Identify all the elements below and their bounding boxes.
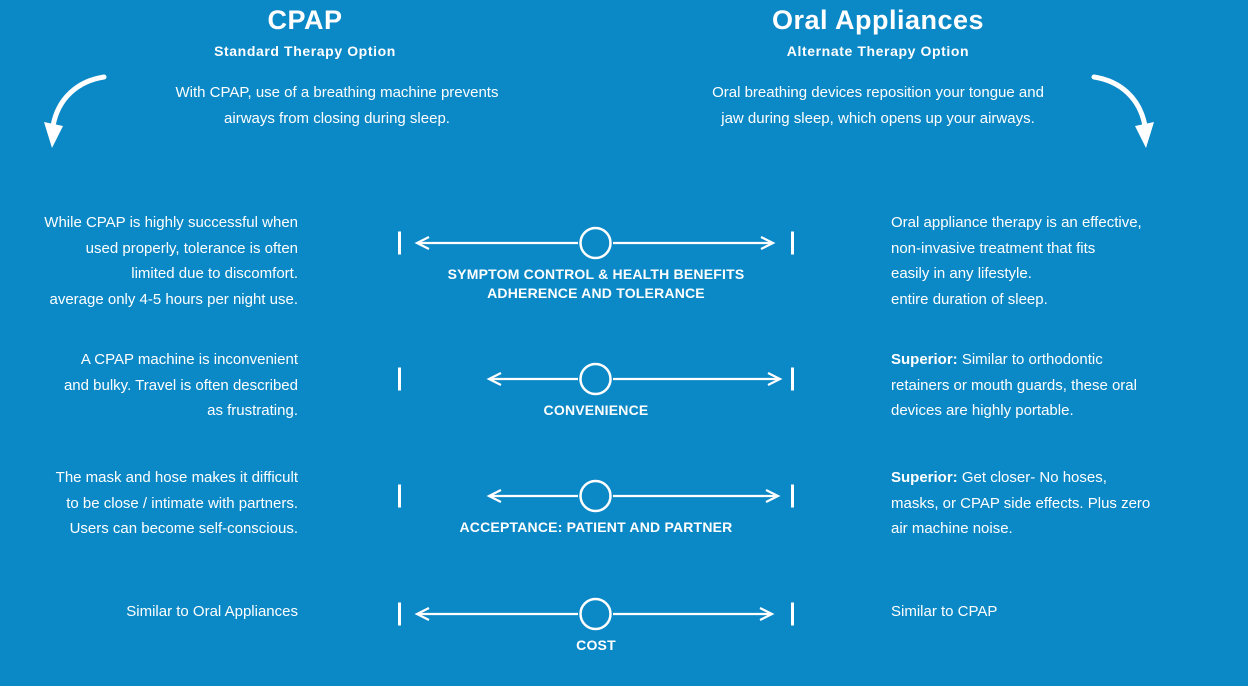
double-arrow-icon <box>398 226 794 260</box>
text-line: ADHERENCE AND TOLERANCE <box>487 285 705 301</box>
oral-intro: Oral breathing devices reposition your t… <box>648 80 1108 132</box>
text-line: The mask and hose makes it difficult <box>55 469 298 486</box>
text-line: A CPAP machine is inconvenient <box>80 351 298 368</box>
double-arrow-icon <box>398 362 794 396</box>
text-line: masks, or CPAP side effects. Plus zero <box>891 494 1151 512</box>
text-line: COST <box>576 637 616 653</box>
text-line: CONVENIENCE <box>543 402 649 418</box>
text-line: retainers or mouth guards, these oral <box>891 376 1137 394</box>
text-line: Oral breathing devices reposition your t… <box>712 84 1044 101</box>
text-line: jaw during sleep, which opens up your ai… <box>721 110 1035 127</box>
cpap-description: While CPAP is highly successful when used… <box>30 210 298 312</box>
text-line: limited due to discomfort. <box>131 265 298 282</box>
text-line: air machine noise. <box>891 520 1013 537</box>
curved-arrow-down-right-icon <box>1091 74 1154 148</box>
text-line: and bulky. Travel is often described <box>63 376 298 394</box>
double-arrow-icon <box>398 479 794 513</box>
text-line: airways from closing during sleep. <box>224 110 450 127</box>
text-line: Oral appliance therapy is an effective, <box>891 214 1142 231</box>
text-line: used properly, tolerance is often <box>85 239 298 257</box>
text-line: Superior: Similar to orthodontic <box>891 351 1103 368</box>
text-line: Similar to Oral Appliances <box>126 603 298 620</box>
category-label: COST <box>398 636 794 655</box>
comparison-axis: COST <box>398 597 794 655</box>
comparison-axis: CONVENIENCE <box>398 362 794 420</box>
cpap-title: CPAP <box>267 5 343 35</box>
cpap-header: CPAP Standard Therapy Option <box>75 5 535 59</box>
superior-lead: Superior: <box>891 351 962 368</box>
text-line: Similar to CPAP <box>891 603 998 620</box>
text-line: entire duration of sleep. <box>891 290 1048 308</box>
cpap-intro: With CPAP, use of a breathing machine pr… <box>107 80 567 132</box>
oral-subtitle: Alternate Therapy Option <box>786 43 970 59</box>
text-line: Superior: Get closer- No hoses, <box>891 469 1107 486</box>
category-label: SYMPTOM CONTROL & HEALTH BENEFITS ADHEREN… <box>398 265 794 303</box>
text-line: ACCEPTANCE: PATIENT AND PARTNER <box>459 519 733 535</box>
category-label: ACCEPTANCE: PATIENT AND PARTNER <box>398 518 794 537</box>
curved-arrow-down-left-icon <box>44 74 107 148</box>
text-line: as frustrating. <box>207 402 298 419</box>
oral-description: Superior: Similar to orthodontic retainer… <box>891 347 1191 424</box>
oral-title: Oral Appliances <box>771 5 985 35</box>
cpap-description: The mask and hose makes it difficult to b… <box>30 465 298 542</box>
text-line: Users can become self-conscious. <box>69 520 298 537</box>
oral-description: Superior: Get closer- No hoses, masks, or… <box>891 465 1191 542</box>
text-line: average only 4-5 hours per night use. <box>49 290 299 308</box>
double-arrow-icon <box>398 597 794 631</box>
cpap-description: Similar to Oral Appliances <box>30 599 298 625</box>
text-line: non-invasive treatment that fits <box>891 239 1096 257</box>
oral-description: Oral appliance therapy is an effective, n… <box>891 210 1191 312</box>
category-label: CONVENIENCE <box>398 401 794 420</box>
comparison-axis: ACCEPTANCE: PATIENT AND PARTNER <box>398 479 794 537</box>
text-line: devices are highly portable. <box>891 402 1074 419</box>
text-line: SYMPTOM CONTROL & HEALTH BENEFITS <box>447 266 745 282</box>
cpap-description: A CPAP machine is inconvenient and bulky.… <box>30 347 298 424</box>
text-line: With CPAP, use of a breathing machine pr… <box>175 84 499 101</box>
cpap-subtitle: Standard Therapy Option <box>214 43 396 59</box>
text-line: easily in any lifestyle. <box>891 265 1032 282</box>
comparison-axis: SYMPTOM CONTROL & HEALTH BENEFITS ADHEREN… <box>398 226 794 303</box>
oral-header: Oral Appliances Alternate Therapy Option <box>648 5 1108 59</box>
oral-description: Similar to CPAP <box>891 599 1191 625</box>
superior-lead: Superior: <box>891 469 962 486</box>
text-line: to be close / intimate with partners. <box>66 494 298 512</box>
text-line: While CPAP is highly successful when <box>44 214 298 231</box>
